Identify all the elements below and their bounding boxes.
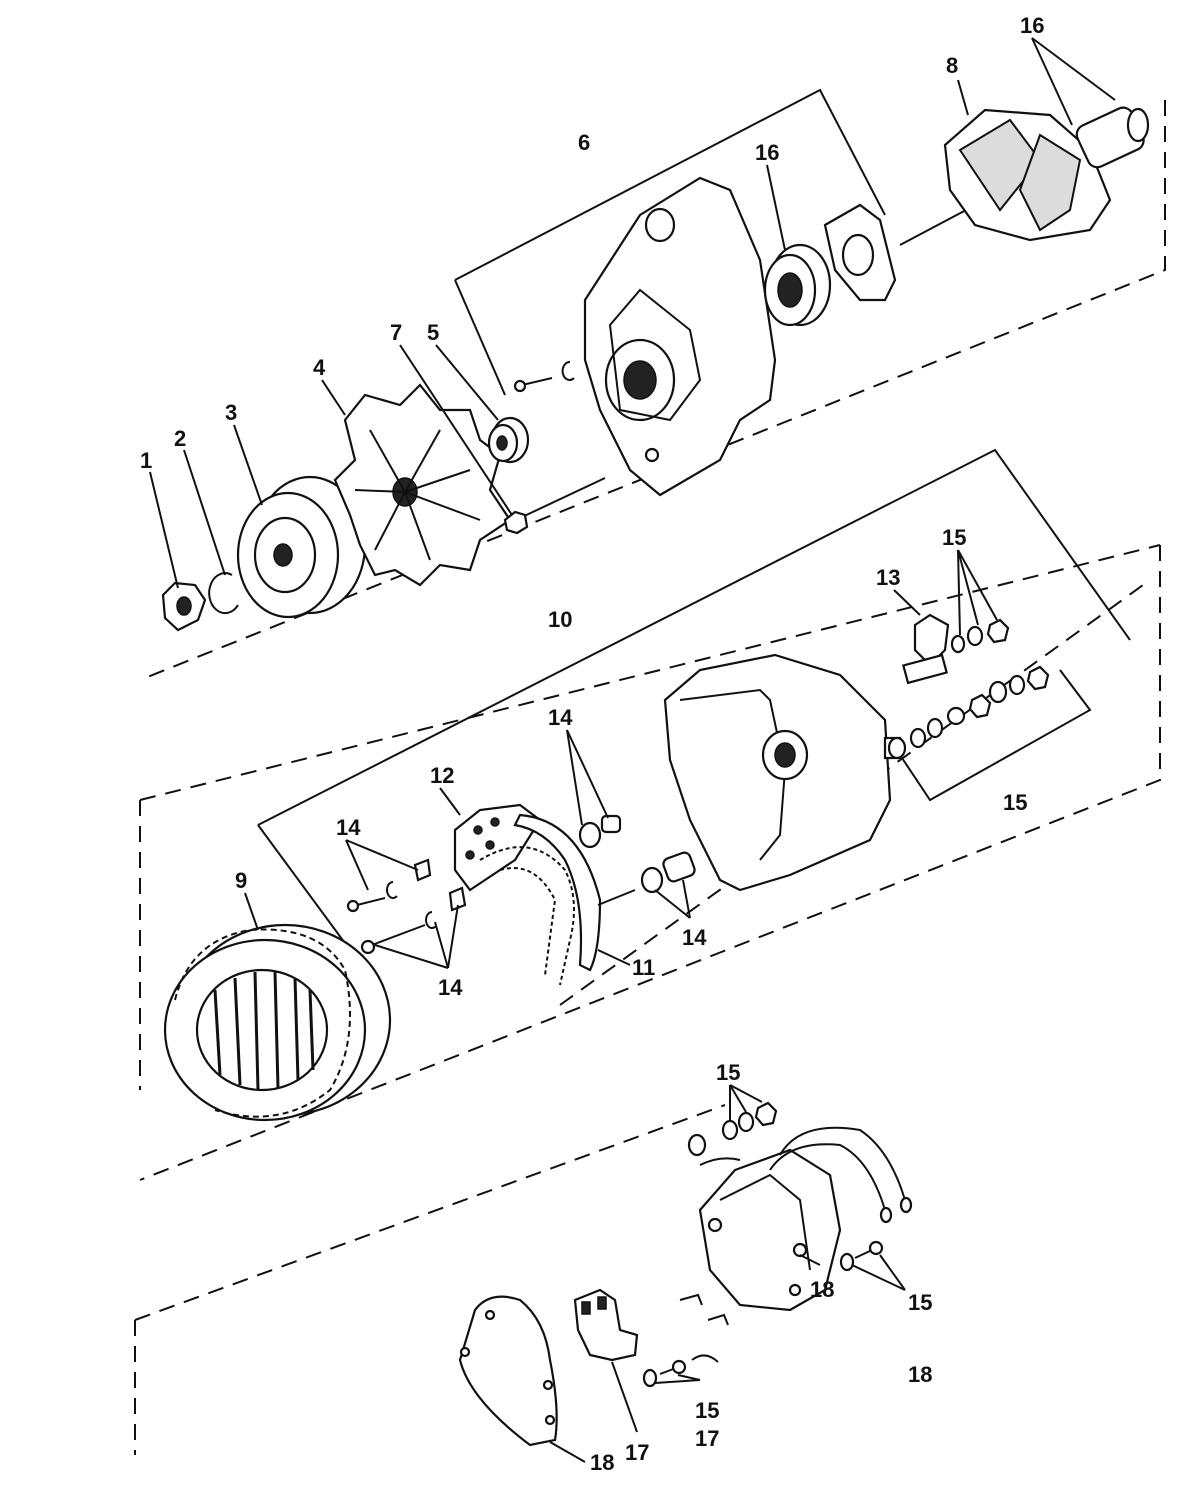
part-5-bushing — [487, 416, 530, 464]
callout-12: 12 — [430, 763, 454, 788]
callout-14-bottom: 14 — [438, 975, 463, 1000]
part-18-gasket — [458, 1295, 558, 1447]
callout-15-top: 15 — [942, 525, 966, 550]
part-18-regulator-cover — [687, 1126, 913, 1312]
part-11-diode-assembly — [479, 813, 602, 986]
callout-5: 5 — [427, 320, 439, 345]
callout-17-bottom: 17 — [695, 1426, 719, 1451]
callout-13: 13 — [876, 565, 900, 590]
dashed-axes — [134, 100, 1166, 1455]
part-15-lower-hardware — [642, 1101, 884, 1388]
callout-14-left: 14 — [336, 815, 361, 840]
leader-lines — [149, 37, 1116, 1463]
callout-6: 6 — [578, 130, 590, 155]
part-7-through-bolt — [503, 477, 606, 535]
callout-3: 3 — [225, 400, 237, 425]
part-6-front-housing — [583, 176, 777, 497]
bearing-retainer-plate — [823, 203, 897, 302]
part-17-brush-holder — [573, 1288, 639, 1362]
part-14-screws-washers — [346, 814, 696, 955]
bracket-lines — [257, 88, 1131, 951]
part-10-rear-housing — [663, 653, 902, 892]
callout-1: 1 — [140, 448, 152, 473]
callout-14-top: 14 — [548, 705, 573, 730]
part-13-terminal — [902, 613, 950, 685]
callout-9: 9 — [235, 868, 247, 893]
callout-16-bearing: 16 — [755, 140, 779, 165]
brush-clips — [679, 1293, 729, 1363]
part-1-nut — [161, 581, 207, 632]
callout-15-lower: 15 — [716, 1060, 740, 1085]
part-8-rotor — [899, 106, 1150, 246]
callout-15-right: 15 — [908, 1290, 932, 1315]
callout-15-middle: 15 — [1003, 790, 1027, 815]
callout-labels: 1 2 3 4 5 6 7 8 16 16 10 9 12 14 14 14 1… — [140, 13, 1044, 1475]
callout-17: 17 — [625, 1440, 649, 1465]
callout-15-bottom: 15 — [695, 1398, 719, 1423]
callout-11: 11 — [632, 955, 655, 980]
part-9-stator — [163, 923, 392, 1122]
callout-7: 7 — [390, 320, 402, 345]
callout-18-gasket: 18 — [590, 1450, 614, 1475]
callout-8: 8 — [946, 53, 958, 78]
part-2-spacer — [208, 572, 239, 615]
callout-18-cover: 18 — [810, 1277, 834, 1302]
part-4-fan — [333, 383, 512, 587]
callout-18-right: 18 — [908, 1362, 932, 1387]
part-16-bearing — [763, 243, 832, 327]
part-3-pulley — [236, 475, 367, 619]
callout-14-right: 14 — [682, 925, 707, 950]
screw-and-washer — [513, 361, 575, 393]
callout-4: 4 — [313, 355, 326, 380]
callout-16-upper: 16 — [1020, 13, 1044, 38]
callout-10: 10 — [548, 607, 572, 632]
part-15-terminal-hardware — [887, 618, 1050, 760]
callout-2: 2 — [174, 426, 186, 451]
